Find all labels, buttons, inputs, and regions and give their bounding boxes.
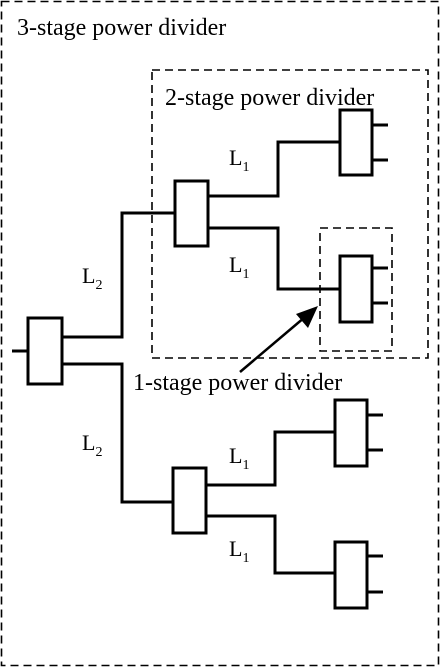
wire-l1-c (206, 430, 335, 487)
divider-lower (171, 466, 208, 535)
stage1-arrow-head (296, 306, 318, 328)
divider-leaf-2 (338, 254, 374, 324)
wire-l2-upper (62, 211, 175, 339)
line-label-l1-d: L1 (229, 536, 249, 566)
line-label-l2-lower: L2 (82, 430, 102, 460)
wire-l2-lower (62, 362, 173, 504)
stage1-arrow-line (239, 316, 306, 373)
stage2-label: 2-stage power divider (165, 85, 374, 111)
line-label-l1-b: L1 (229, 252, 249, 282)
line-label-l2-upper: L2 (82, 263, 102, 293)
wire-l1-a (208, 140, 340, 198)
divider-upper (173, 179, 210, 248)
line-label-l1-c: L1 (229, 443, 249, 473)
divider-leaf-4 (333, 540, 369, 610)
wire-l1-d (206, 514, 335, 575)
stage2-boundary (151, 69, 429, 359)
wire-l1-b (208, 226, 340, 291)
divider-leaf-1 (338, 108, 374, 177)
divider-root (26, 316, 64, 386)
divider-leaf-3 (333, 398, 369, 468)
output-leads (367, 123, 388, 594)
stage1-label: 1-stage power divider (133, 370, 342, 396)
line-label-l1-a: L1 (229, 145, 249, 175)
stage3-label: 3-stage power divider (17, 15, 226, 41)
